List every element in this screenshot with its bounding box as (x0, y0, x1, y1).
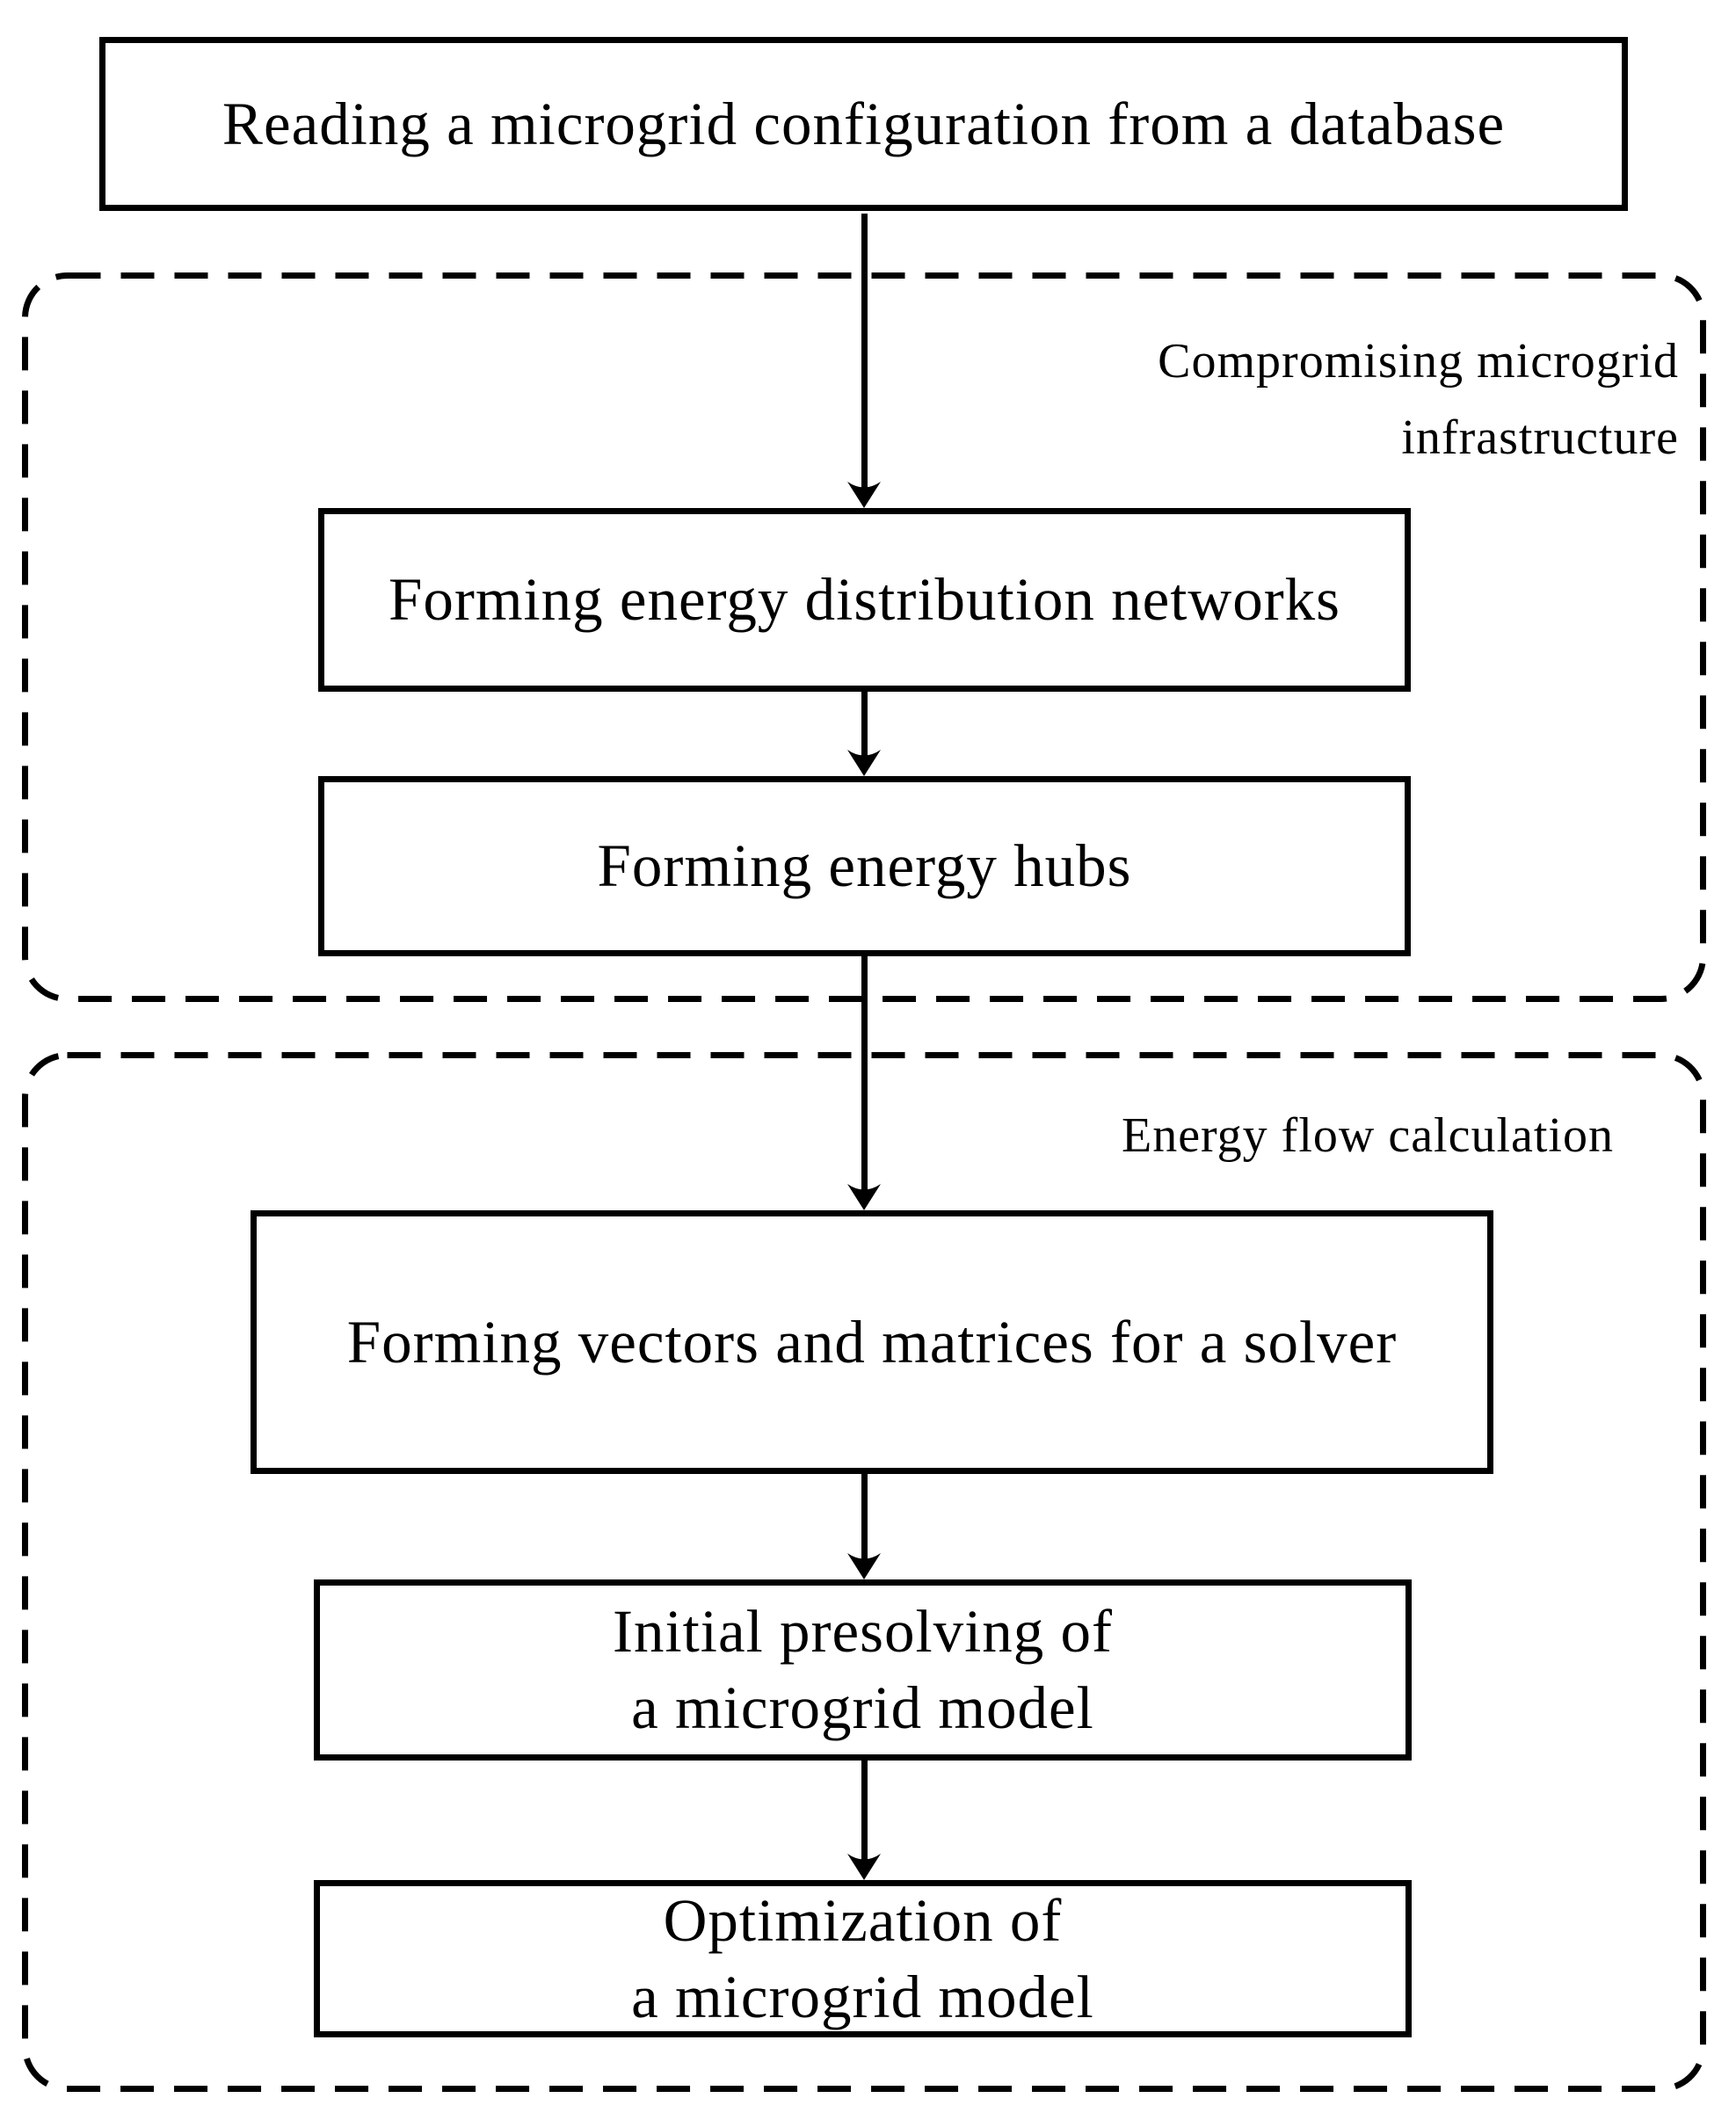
group-label-infrastructure: Compromising microgrid infrastructure (1158, 334, 1679, 465)
group-microgrid-infrastructure: Compromising microgrid infrastructure (22, 272, 1706, 1002)
arrowhead-icon (847, 1553, 881, 1579)
arrowhead-icon (847, 482, 881, 508)
node-forming-distribution-networks: Forming energy distribution networks (318, 508, 1411, 692)
node-forming-vectors-matrices: Forming vectors and matrices for a solve… (251, 1210, 1493, 1474)
arrow-presolving-to-optimization (846, 1761, 883, 1880)
node-label: Initial presolving of a microgrid model (612, 1598, 1114, 1741)
group-label-energy-flow: Energy flow calculation (1121, 1108, 1614, 1163)
node-reading-database: Reading a microgrid configuration from a… (99, 37, 1628, 211)
group-energy-flow: Energy flow calculation (22, 1052, 1706, 2092)
arrow-networks-to-hubs (846, 692, 883, 776)
node-label: Forming energy distribution networks (388, 566, 1341, 634)
arrow-vectors-to-presolving (846, 1474, 883, 1579)
arrow-hubs-to-vectors (846, 956, 883, 1210)
node-label: Reading a microgrid configuration from a… (222, 90, 1506, 157)
arrowhead-icon (847, 1184, 881, 1210)
node-label: Optimization of a microgrid model (631, 1886, 1094, 2030)
node-label: Forming energy hubs (597, 832, 1132, 900)
dashed-border (22, 272, 1706, 1002)
node-forming-energy-hubs: Forming energy hubs (318, 776, 1411, 956)
arrowhead-icon (847, 1854, 881, 1880)
arrow-reading-to-networks (846, 214, 883, 508)
node-optimization: Optimization of a microgrid model (314, 1880, 1412, 2037)
node-label: Forming vectors and matrices for a solve… (346, 1308, 1398, 1376)
arrowhead-icon (847, 750, 881, 776)
node-initial-presolving: Initial presolving of a microgrid model (314, 1579, 1412, 1761)
